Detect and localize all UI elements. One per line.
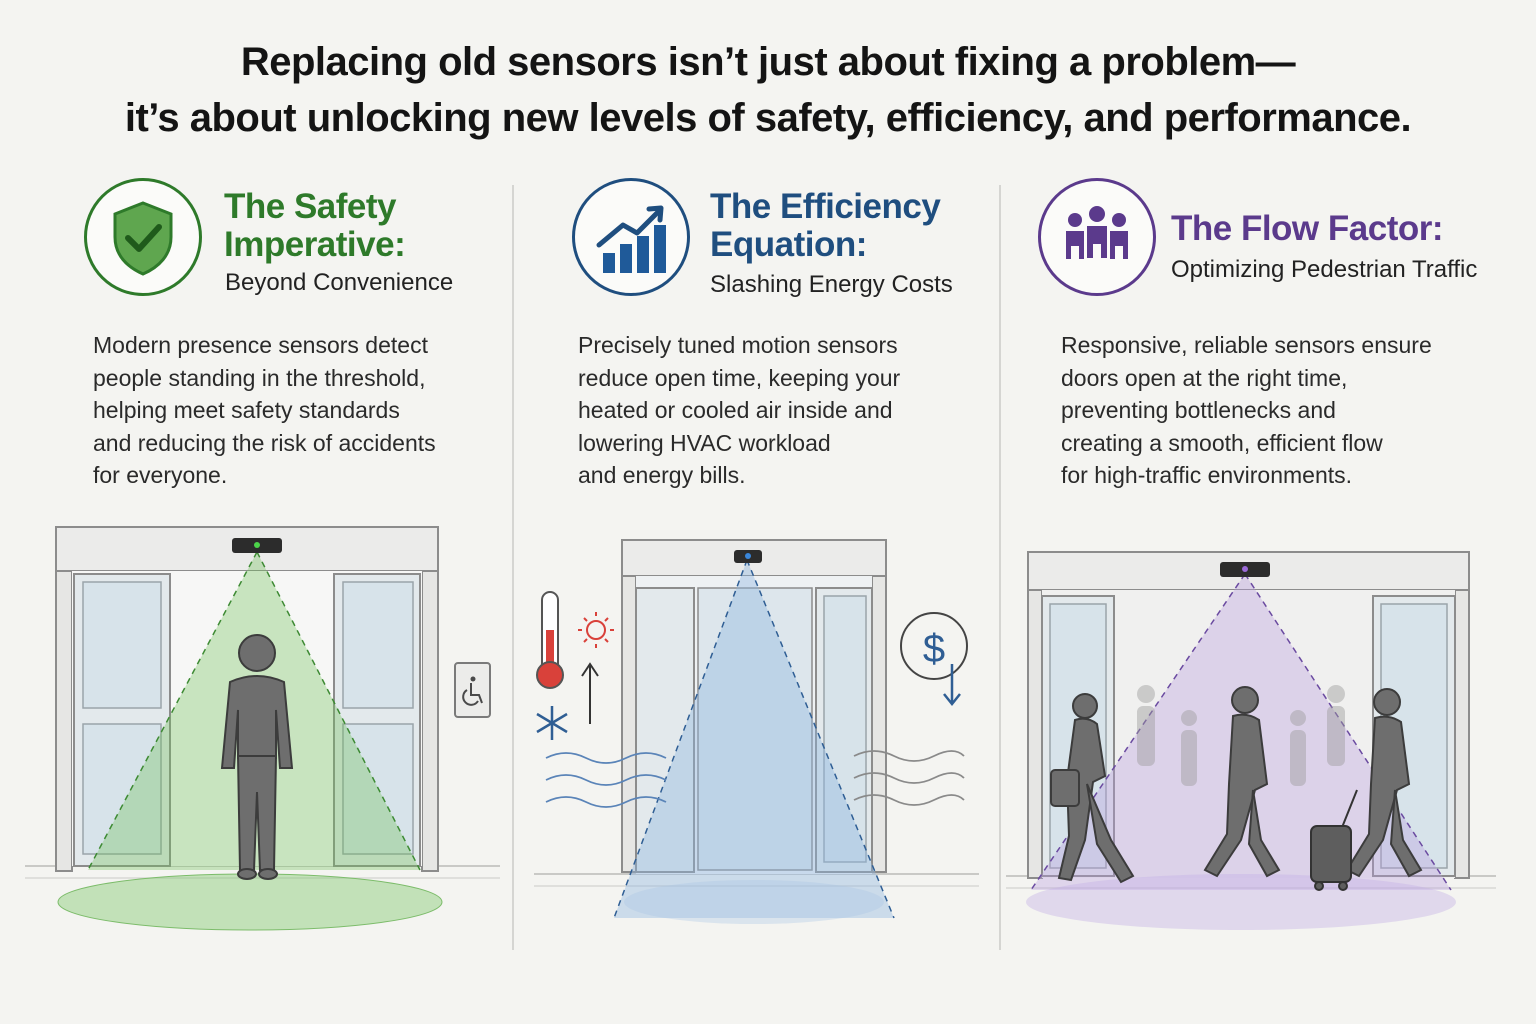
shield-check-icon [113,201,173,276]
walking-people-icon [1050,686,1423,884]
safety-icon-badge [84,178,202,296]
body-line: creating a smooth, efficient flow [1061,429,1383,456]
rising-chart-icon [596,205,666,273]
body-line: reduce open time, keeping your [578,364,901,391]
efficiency-title: The Efficiency Equation: [710,187,941,264]
body-line: for high-traffic environments. [1061,462,1353,488]
snowflake-icon [536,706,568,740]
person-icon [220,634,294,880]
thermometer-icon [536,591,564,689]
headline-line-2: it’s about unlocking new levels of safet… [124,96,1412,140]
accessibility-button-icon [454,662,491,718]
efficiency-subtitle: Slashing Energy Costs [710,271,953,298]
body-line: preventing bottlenecks and [1061,397,1336,423]
body-line: doors open at the right time, [1061,364,1348,391]
body-line: heated or cooled air inside and [578,397,893,423]
dollar-down-icon: $ [900,612,968,707]
people-group-icon [1066,206,1128,259]
body-line: Precisely tuned motion sensors [578,332,898,358]
safety-body: Modern presence sensors detect people st… [93,329,436,492]
sensor-icon [1220,562,1270,577]
body-line: and energy bills. [578,462,746,488]
efficiency-title-line-2: Equation: [710,225,867,264]
column-divider [512,185,514,950]
flow-column: The Flow Factor: Optimizing Pedestrian T… [1001,0,1536,1024]
column-divider [999,185,1001,950]
safety-column: The Safety Imperative: Beyond Convenienc… [0,0,512,1024]
safety-subtitle: Beyond Convenience [225,269,454,296]
luggage-icon [1310,789,1358,891]
flow-title: The Flow Factor: [1171,209,1444,248]
body-line: people standing in the threshold, [93,364,426,391]
body-line: Modern presence sensors detect [93,332,428,358]
body-line: helping meet safety standards [93,397,400,423]
flow-body: Responsive, reliable sensors ensure door… [1061,329,1432,492]
sensor-icon [232,538,282,553]
headline: Replacing old sensors isn’t just about f… [0,34,1536,146]
efficiency-body: Precisely tuned motion sensors reduce op… [578,329,900,492]
body-line: for everyone. [93,462,228,488]
safety-title: The Safety Imperative: [224,187,406,264]
flow-door-illustration [1006,551,1496,930]
headline-line-1: Replacing old sensors isn’t just about f… [240,40,1296,84]
efficiency-title-line-1: The Efficiency [710,187,941,226]
safety-title-line-2: Imperative: [224,225,406,264]
safety-title-line-1: The Safety [224,187,397,226]
flow-subtitle: Optimizing Pedestrian Traffic [1171,256,1478,283]
efficiency-door-illustration: $ [534,539,979,924]
flow-icon-badge [1038,178,1156,296]
body-line: Responsive, reliable sensors ensure [1061,332,1432,358]
sun-icon [578,612,614,648]
efficiency-column: The Efficiency Equation: Slashing Energy… [514,0,999,1024]
body-line: lowering HVAC workload [578,429,831,456]
svg-text:$: $ [923,627,945,671]
safety-door-illustration [25,526,500,931]
sensor-icon [734,550,762,563]
efficiency-icon-badge [572,178,690,296]
body-line: and reducing the risk of accidents [93,429,436,456]
